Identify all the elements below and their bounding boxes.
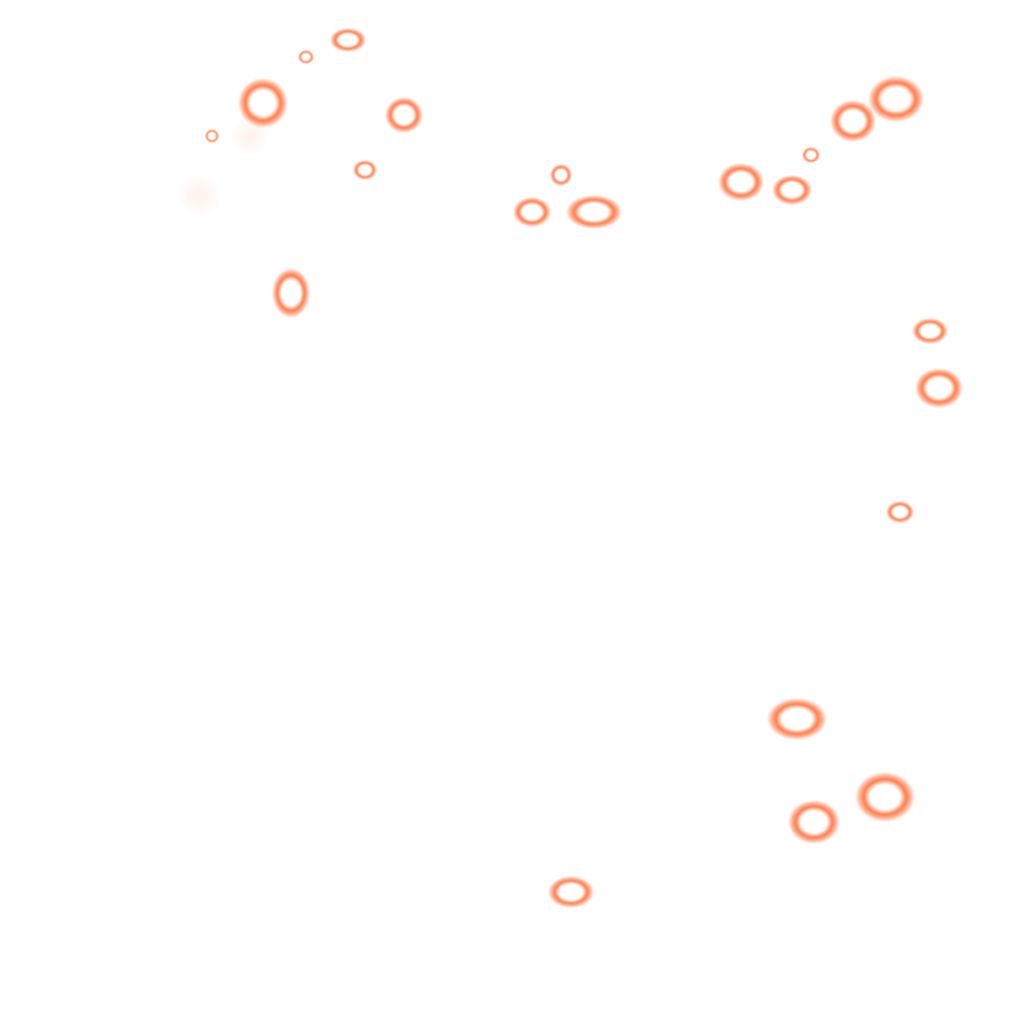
- glow-spot: [912, 318, 948, 344]
- glow-spot: [205, 129, 219, 143]
- glow-spot: [868, 76, 924, 122]
- glow-spot: [385, 97, 423, 133]
- glow-spot: [550, 164, 572, 186]
- glow-spot: [330, 28, 366, 52]
- glow-spot: [272, 268, 310, 318]
- glow-spot: [830, 100, 876, 142]
- glow-spot: [718, 163, 764, 201]
- glow-spot: [353, 160, 377, 180]
- glow-spot: [788, 800, 840, 844]
- glow-spot: [548, 876, 594, 908]
- glow-spot: [566, 195, 622, 229]
- glow-spot: [298, 50, 314, 64]
- glow-spot: [915, 368, 963, 408]
- glow-spot: [238, 78, 288, 128]
- glow-spot: [772, 175, 812, 205]
- glow-spot: [802, 147, 820, 163]
- glow-spot: [767, 698, 827, 740]
- glow-spot: [886, 501, 914, 523]
- faint-spot: [176, 172, 222, 218]
- glow-spot: [855, 772, 915, 822]
- faint-spot: [230, 118, 270, 156]
- glow-spot: [513, 197, 551, 227]
